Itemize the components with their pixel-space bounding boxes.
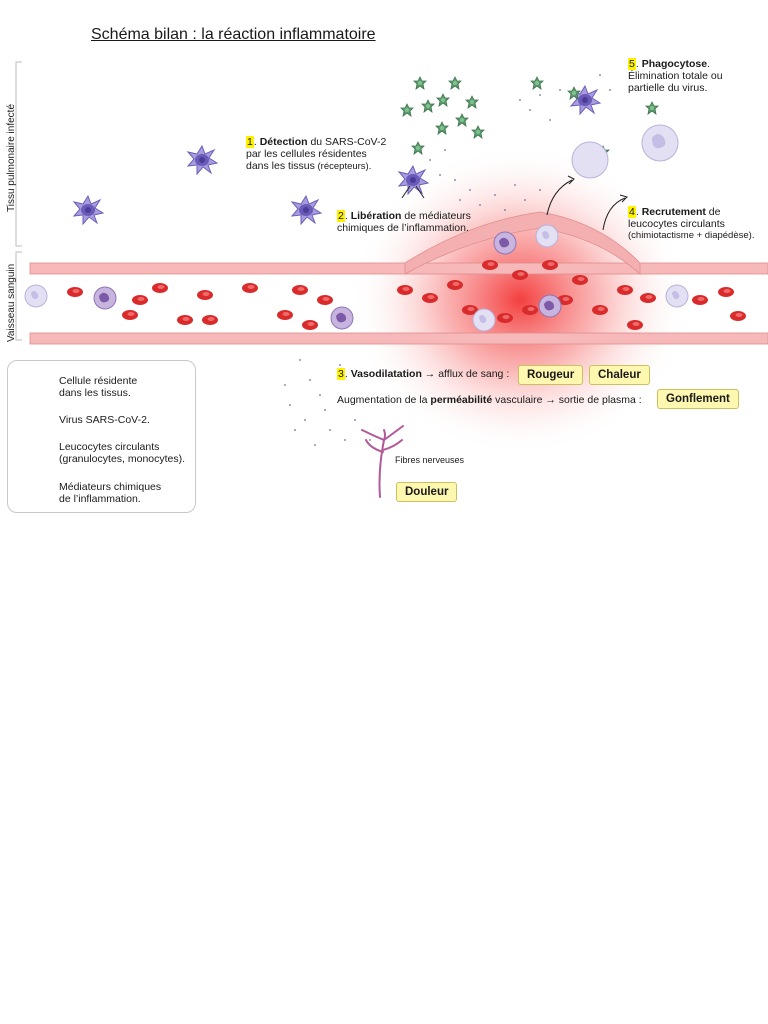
step5-line3: partielle du virus. <box>628 82 708 94</box>
legend-leuco-2: (granulocytes, monocytes). <box>59 453 186 465</box>
gonflement-badge: Gonflement <box>657 389 739 409</box>
mediator-dots <box>284 74 611 446</box>
step5-line1: 5. Phagocytose. <box>628 58 710 70</box>
step3-line1: 3. Vasodilatation → afflux de sang : <box>337 368 510 380</box>
page-title: Schéma bilan : la réaction inflammatoire <box>91 26 376 43</box>
step4-line2: leucocytes circulants <box>628 218 725 230</box>
step4-line3: (chimiotactisme + diapédèse). <box>628 230 755 241</box>
step1-line1: 1. Détection du SARS-CoV-2 <box>246 136 387 148</box>
legend-leuco-1: Leucocytes circulants <box>59 441 160 453</box>
legend-mediators-2: de l’inflammation. <box>59 493 141 505</box>
rougeur-badge: Rougeur <box>518 365 584 385</box>
step1-line3: dans les tissus (récepteurs). <box>246 160 372 172</box>
chaleur-badge: Chaleur <box>589 365 650 385</box>
step4-line1: 4. Recrutement de <box>628 206 721 218</box>
step3-line2: Augmentation de la perméabilité vasculai… <box>337 394 642 406</box>
nerve-label: Fibres nerveuses <box>395 455 465 465</box>
vessel-label: Vaisseau sanguin <box>6 263 17 342</box>
step5-line2: Élimination totale ou <box>628 70 723 82</box>
arrows <box>401 175 628 231</box>
step1-line2: par les cellules résidentes <box>246 148 367 160</box>
tissue-bracket <box>15 61 22 247</box>
phagocytes <box>571 124 679 179</box>
legend-mediators-1: Médiateurs chimiques <box>59 481 162 493</box>
legend-box <box>7 360 196 513</box>
legend-resident-2: dans les tissus. <box>59 387 131 399</box>
legend-virus: Virus SARS-CoV-2. <box>59 414 150 426</box>
legend-resident-1: Cellule résidente <box>59 375 138 387</box>
tissue-label: Tissu pulmonaire infecté <box>6 103 17 212</box>
step2-line1: 2. Libération de médiateurs <box>337 210 471 222</box>
inflammation-glow <box>350 145 690 455</box>
douleur-badge: Douleur <box>396 482 458 502</box>
vessel-lower-wall <box>29 332 768 345</box>
nerve-fiber <box>361 425 404 498</box>
vessel-bracket <box>15 251 22 341</box>
step2-line2: chimiques de l’inflammation. <box>337 222 469 234</box>
vessel-upper-wall <box>29 211 768 275</box>
